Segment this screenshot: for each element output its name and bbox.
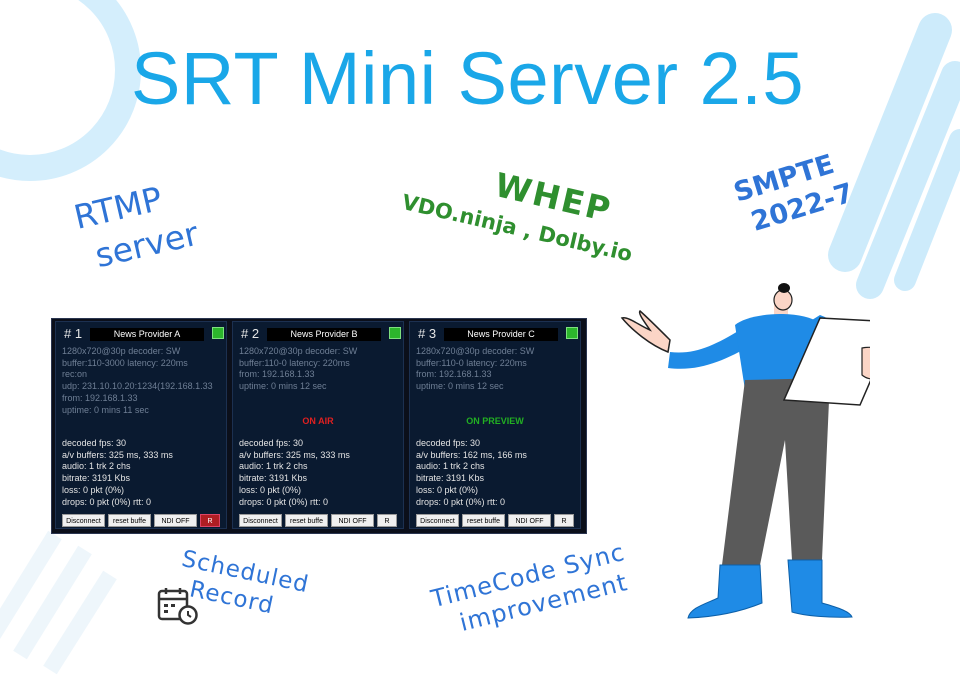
channel-name-field[interactable]: News Provider B	[267, 328, 381, 341]
channel-stat-line: drops: 0 pkt (0%) rtt: 0	[62, 496, 152, 507]
ndi-toggle-button[interactable]: NDI OFF	[331, 514, 374, 527]
channel-stat-line: loss: 0 pkt (0%)	[416, 484, 479, 495]
channel-stat-line: a/v buffers: 325 ms, 333 ms	[239, 449, 350, 460]
reset-buffer-button[interactable]: reset buffe	[285, 514, 328, 527]
ndi-toggle-button[interactable]: NDI OFF	[508, 514, 551, 527]
record-button[interactable]: R	[200, 514, 220, 527]
disconnect-button[interactable]: Disconnect	[239, 514, 282, 527]
status-led-icon	[212, 327, 224, 339]
channel-stat-line: drops: 0 pkt (0%) rtt: 0	[416, 496, 506, 507]
channel-stat-line: decoded fps: 30	[62, 438, 127, 448]
channel-info-line: from: 192.168.1.33	[62, 392, 138, 403]
channel-name-field[interactable]: News Provider C	[444, 328, 558, 341]
channel-stat-line: bitrate: 3191 Kbs	[239, 473, 308, 484]
channel-info-line: buffer:110-3000 latency: 220ms	[62, 357, 188, 368]
status-led-icon	[389, 327, 401, 339]
channel-info-line: udp: 231.10.10.20:1234(192.168.1.33	[62, 381, 213, 392]
channel-stat-line: a/v buffers: 325 ms, 333 ms	[62, 449, 173, 460]
channel-status-label: ON PREVIEW	[466, 416, 524, 426]
disconnect-button[interactable]: Disconnect	[416, 514, 459, 527]
record-button[interactable]: R	[377, 514, 397, 527]
channel-info-line: 1280x720@30p decoder: SW	[62, 346, 181, 356]
record-button[interactable]: R	[554, 514, 574, 527]
person-illustration	[620, 283, 870, 619]
channel-stat-line: audio: 1 trk 2 chs	[416, 461, 485, 472]
channel-stat-line: loss: 0 pkt (0%)	[62, 484, 125, 495]
channel-number: # 2	[241, 326, 260, 341]
ndi-toggle-button[interactable]: NDI OFF	[154, 514, 197, 527]
channel-info-line: uptime: 0 mins 12 sec	[416, 381, 504, 392]
channel-stat-line: bitrate: 3191 Kbs	[416, 473, 485, 484]
channel-info-line: uptime: 0 mins 11 sec	[62, 404, 149, 415]
channel-stat-line: drops: 0 pkt (0%) rtt: 0	[239, 496, 329, 507]
channel-info-line: rec:on	[62, 369, 88, 380]
channel-card: # 3 News Provider C 1280x720@30p decoder: …	[409, 321, 581, 529]
channel-stat-line: audio: 1 trk 2 chs	[239, 461, 308, 472]
channel-info-line: 1280x720@30p decoder: SW	[416, 346, 535, 356]
status-led-icon	[566, 327, 578, 339]
channel-card: # 1 News Provider A 1280x720@30p decoder: …	[55, 321, 227, 529]
channel-stat-line: bitrate: 3191 Kbs	[62, 473, 131, 484]
channel-info-line: buffer:110-0 latency: 220ms	[416, 357, 527, 368]
channel-info-line: from: 192.168.1.33	[416, 369, 492, 380]
disconnect-button[interactable]: Disconnect	[62, 514, 105, 527]
channel-name-field[interactable]: News Provider A	[90, 328, 204, 341]
page-title: SRT Mini Server 2.5	[130, 37, 804, 120]
channel-status-label: ON AIR	[302, 416, 334, 426]
channel-stat-line: loss: 0 pkt (0%)	[239, 484, 302, 495]
channel-stat-line: audio: 1 trk 2 chs	[62, 461, 131, 472]
channel-number: # 3	[418, 326, 437, 341]
channel-monitor-panel: # 1 News Provider A 1280x720@30p decoder: …	[51, 318, 587, 534]
channel-number: # 1	[64, 326, 83, 341]
calendar-clock-icon	[157, 588, 198, 625]
channel-stat-line: decoded fps: 30	[239, 438, 304, 448]
channel-info-line: 1280x720@30p decoder: SW	[239, 346, 358, 356]
channel-info-line: uptime: 0 mins 12 sec	[239, 381, 327, 392]
channel-info-line: from: 192.168.1.33	[239, 369, 315, 380]
channel-stat-line: decoded fps: 30	[416, 438, 481, 448]
reset-buffer-button[interactable]: reset buffe	[462, 514, 505, 527]
reset-buffer-button[interactable]: reset buffe	[108, 514, 151, 527]
channel-card: # 2 News Provider B 1280x720@30p decoder: …	[232, 321, 404, 529]
channel-stat-line: a/v buffers: 162 ms, 166 ms	[416, 449, 527, 460]
channel-info-line: buffer:110-0 latency: 220ms	[239, 357, 350, 368]
